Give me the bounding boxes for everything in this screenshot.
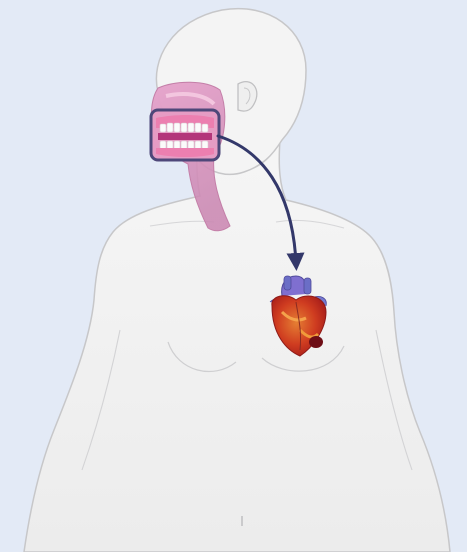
teeth-icon [151,110,219,160]
mouth-cavity [158,133,212,140]
vena-cava [284,276,291,290]
heart-lesion [309,336,323,348]
upper-teeth [160,123,208,132]
pulmonary-artery [304,278,311,294]
